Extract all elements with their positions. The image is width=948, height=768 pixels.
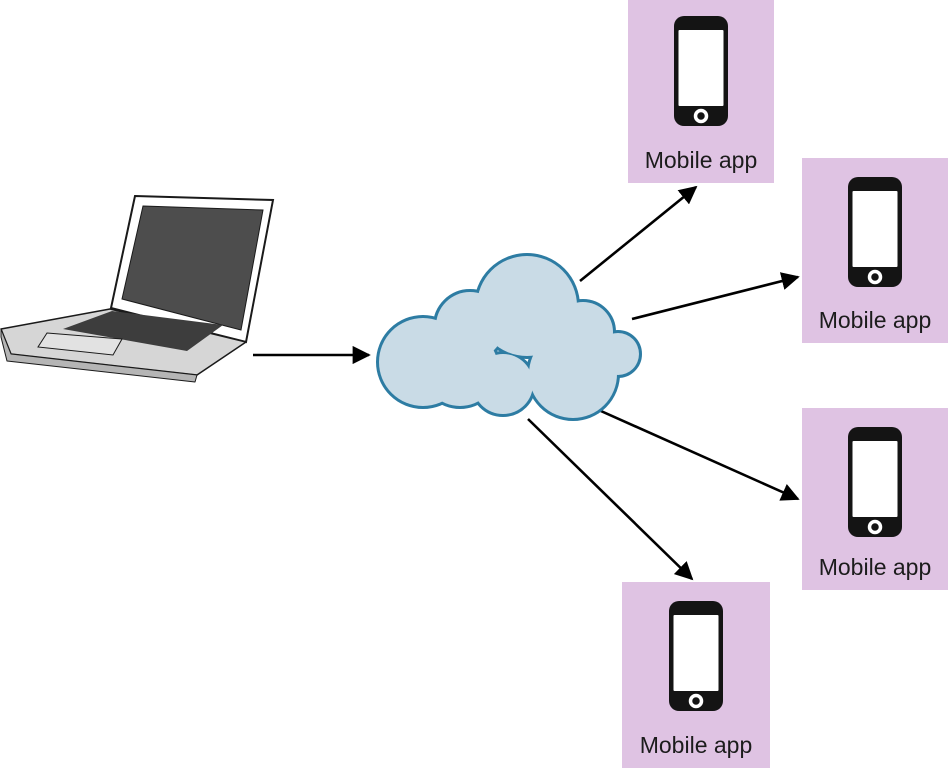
smartphone-icon [848,427,902,537]
arrow-cloud-to-app-4 [527,418,694,581]
smartphone-icon [674,16,728,126]
smartphone-icon [848,177,902,287]
arrow-cloud-to-app-1 [579,185,698,283]
app-label: Mobile app [639,731,753,758]
cloud-icon [376,253,642,421]
arrow-cloud-to-app-3 [582,401,800,501]
app-label: Mobile app [644,146,758,173]
laptop-icon [0,194,275,383]
arrow-cloud-to-app-2 [631,272,800,321]
smartphone-icon [669,601,723,711]
app-label: Mobile app [818,306,932,333]
mobile-app-node-3: Mobile app [802,408,948,590]
mobile-app-node-1: Mobile app [628,0,774,183]
mobile-app-node-4: Mobile app [622,582,770,768]
app-label: Mobile app [818,553,932,580]
mobile-app-node-2: Mobile app [802,158,948,343]
